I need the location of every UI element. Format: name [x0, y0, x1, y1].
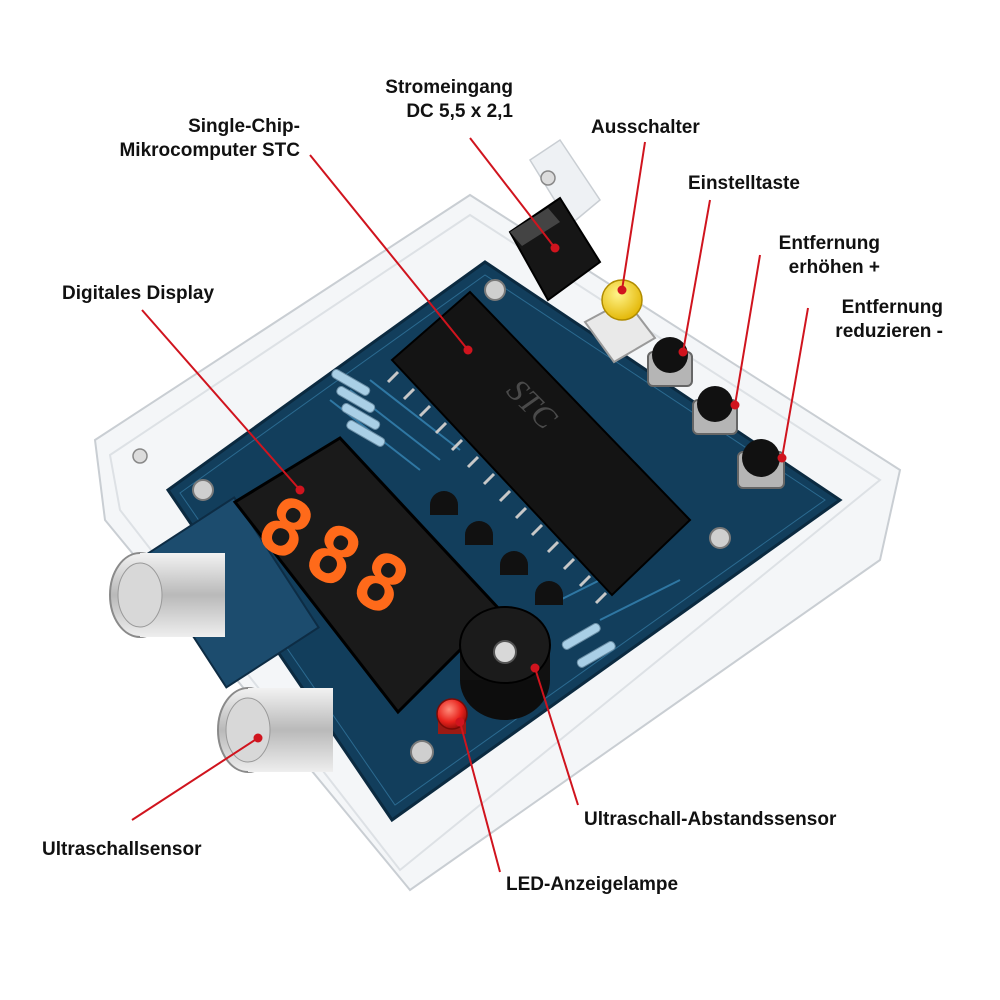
mounting-screws — [132, 170, 731, 764]
label-switch: Ausschalter — [591, 117, 700, 138]
label-ultrasonic-sensor: Ultraschallsensor — [42, 839, 202, 860]
leader-mcu — [309, 154, 469, 351]
leader-display — [141, 309, 301, 491]
leader-distance-sensor — [534, 667, 579, 806]
label-mcu-line1: Single-Chip- — [188, 116, 300, 137]
leader-switch — [621, 141, 646, 291]
label-distance-down-line2: reduzieren - — [835, 321, 943, 342]
transistors — [430, 491, 563, 605]
label-display: Digitales Display — [62, 283, 215, 304]
label-led: LED-Anzeigelampe — [506, 874, 679, 895]
indicator-led — [436, 698, 468, 734]
tactile-buttons — [647, 337, 785, 489]
leader-power-input — [469, 137, 556, 249]
label-distance-up: Entfernung erhöhen + — [779, 232, 880, 280]
label-distance-up-line2: erhöhen + — [788, 257, 880, 278]
label-set-key: Einstelltaste — [688, 173, 800, 194]
leader-led — [459, 721, 501, 873]
resistors — [331, 368, 616, 668]
label-power-input-line2: DC 5,5 x 2,1 — [406, 101, 513, 122]
stc-chip: STC — [386, 290, 692, 605]
label-mcu: Single-Chip- Mikrocomputer STC — [119, 115, 300, 163]
label-power-input-line1: Stromeingang — [385, 77, 513, 98]
label-power-input: Stromeingang DC 5,5 x 2,1 — [385, 76, 513, 124]
buzzer — [459, 606, 551, 720]
label-distance-up-line1: Entfernung — [778, 233, 880, 254]
leader-set-key — [682, 199, 711, 353]
label-distance-down-line1: Entfernung — [841, 297, 943, 318]
power-switch — [583, 279, 657, 364]
label-distance-sensor: Ultraschall-Abstandssensor — [584, 809, 837, 830]
leader-lines — [131, 137, 809, 873]
leader-distance-up — [734, 254, 761, 406]
leader-distance-down — [781, 307, 809, 459]
label-mcu-line2: Mikrocomputer STC — [119, 140, 300, 161]
leader-ultrasonic-sensor — [131, 737, 259, 821]
label-distance-down: Entfernung reduzieren - — [835, 296, 943, 344]
ultrasonic-transducers — [109, 496, 333, 773]
